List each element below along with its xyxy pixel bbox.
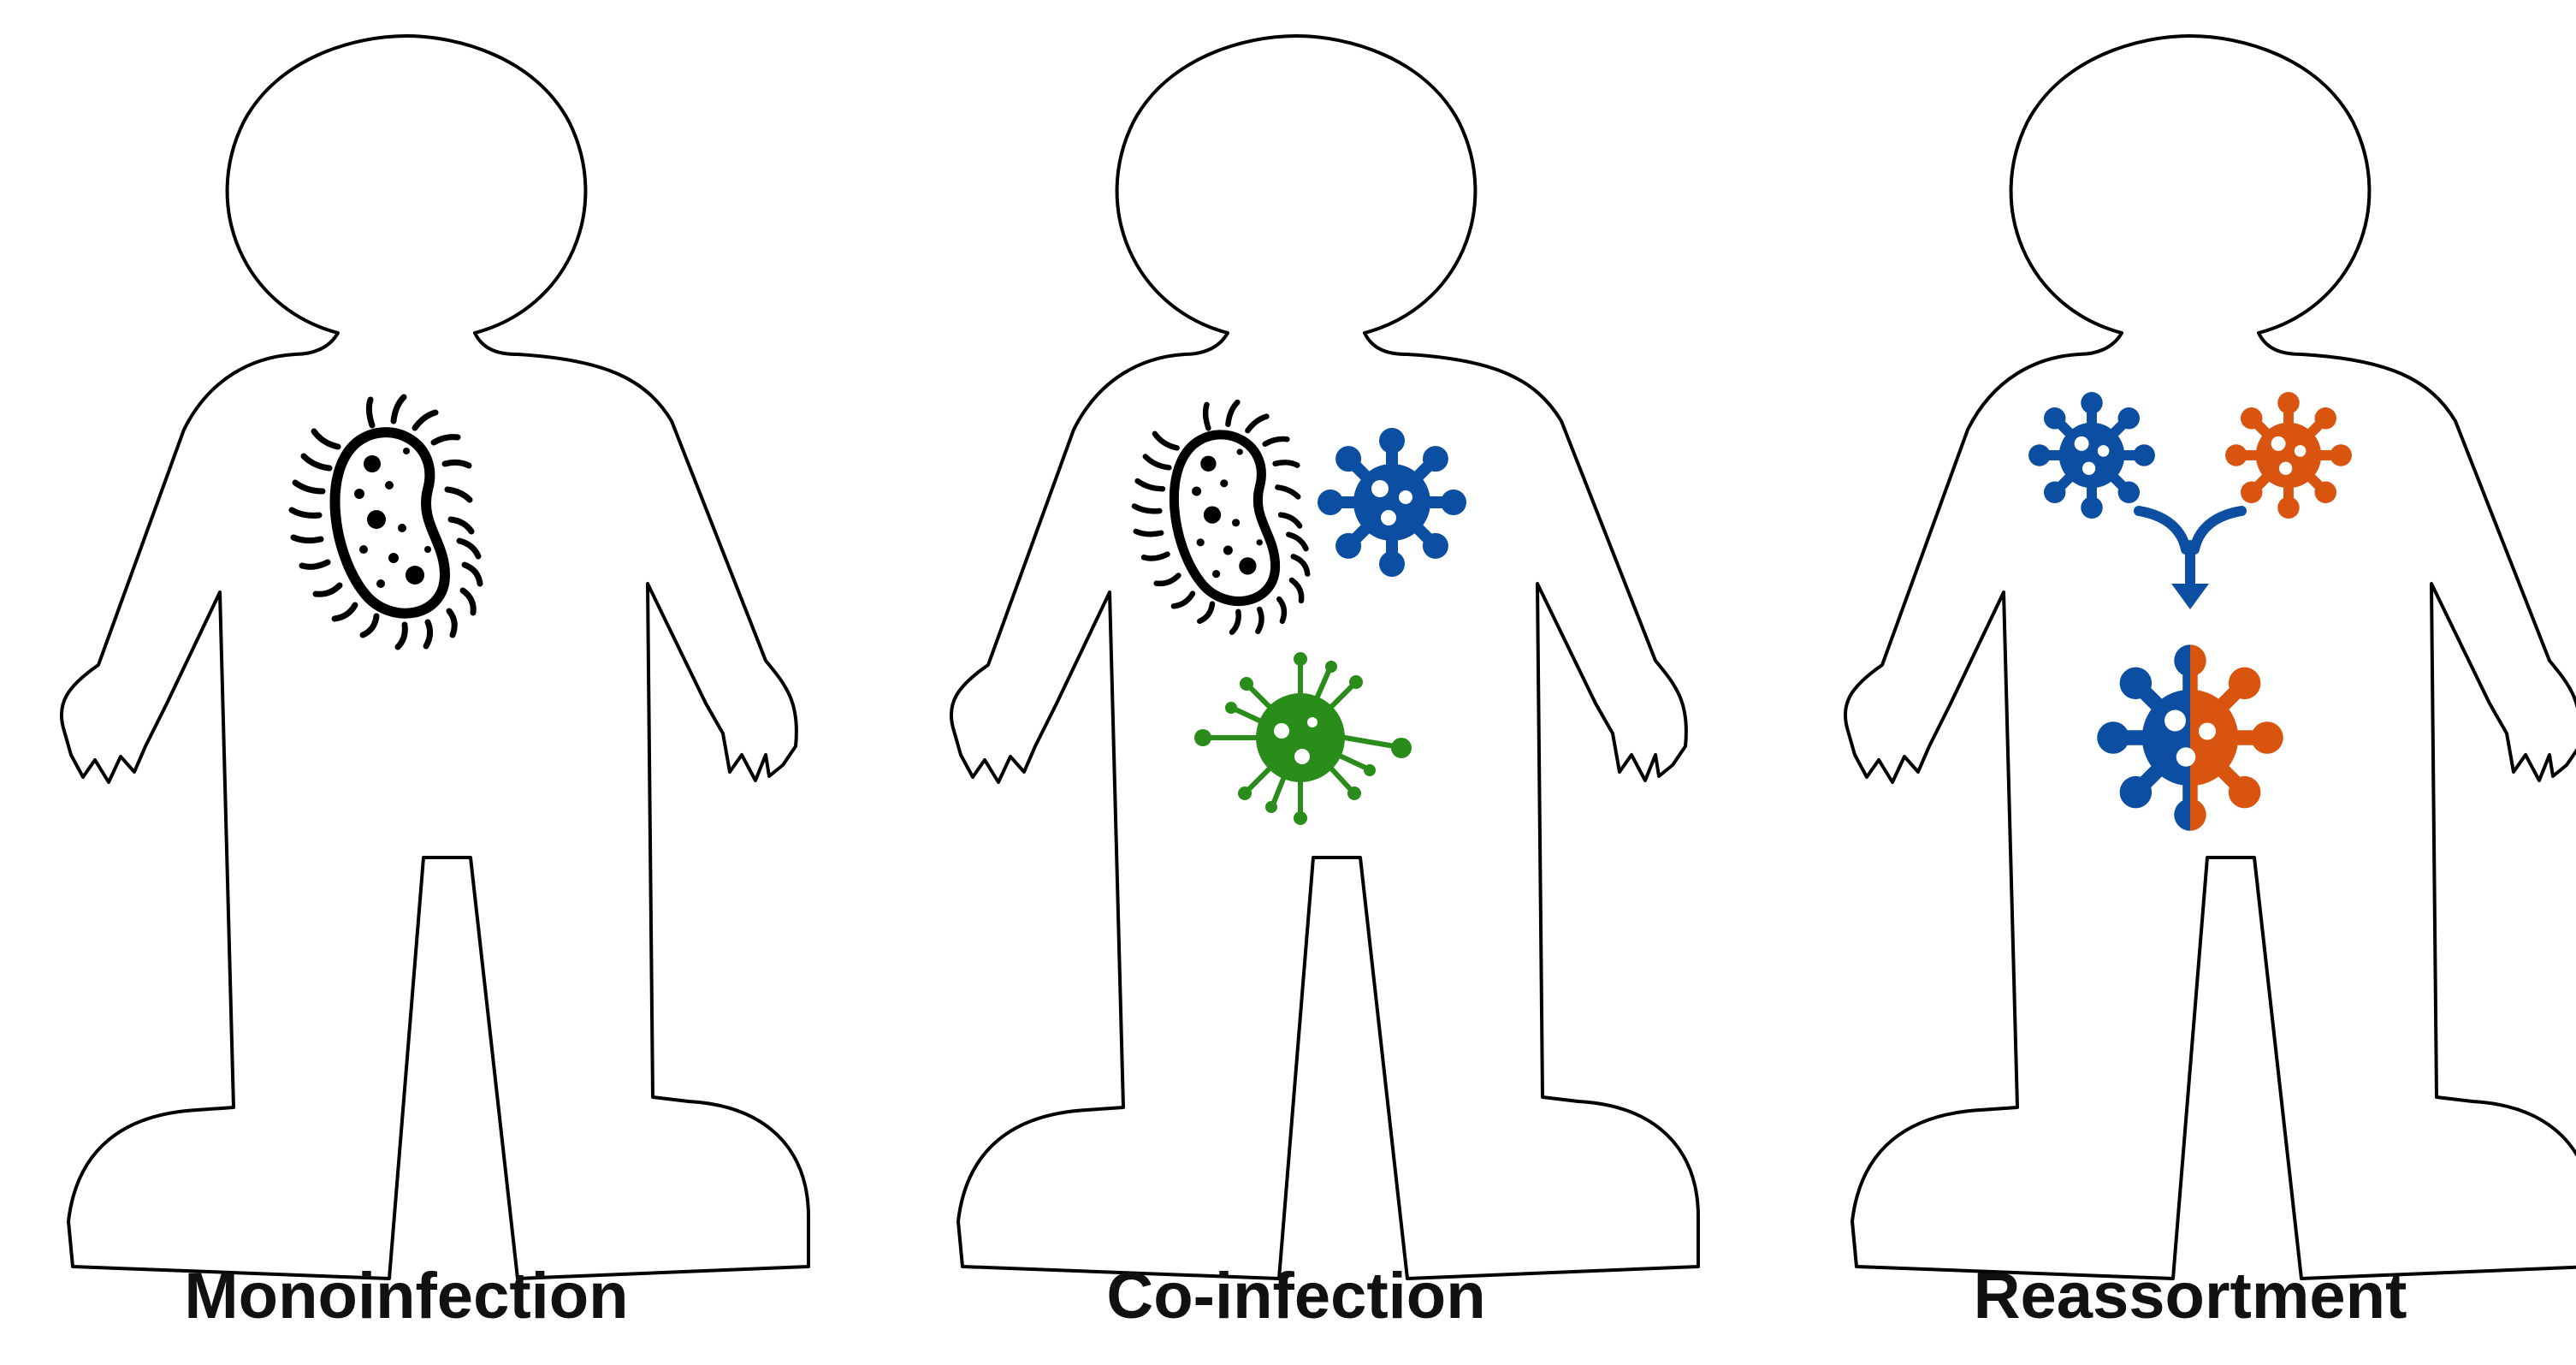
label-reassortment: Reassortment	[1973, 1260, 2407, 1332]
panel-reassortment	[1843, 34, 2576, 1280]
panel-monoinfection	[59, 34, 810, 1280]
blue-virus-icon	[2028, 392, 2155, 519]
hybrid-virus-icon	[2097, 644, 2283, 831]
child-body-outline	[1843, 34, 2576, 1280]
panel-co-infection	[949, 34, 1700, 1280]
merge-arrow-icon	[2134, 506, 2247, 609]
child-body-outline	[949, 34, 1700, 1280]
green-virus-icon	[1194, 652, 1412, 825]
blue-virus-icon	[1318, 428, 1466, 577]
label-monoinfection: Monoinfection	[184, 1260, 629, 1332]
orange-virus-icon	[2225, 392, 2352, 519]
label-co-infection: Co-infection	[1106, 1260, 1486, 1332]
child-body-outline	[59, 34, 810, 1280]
